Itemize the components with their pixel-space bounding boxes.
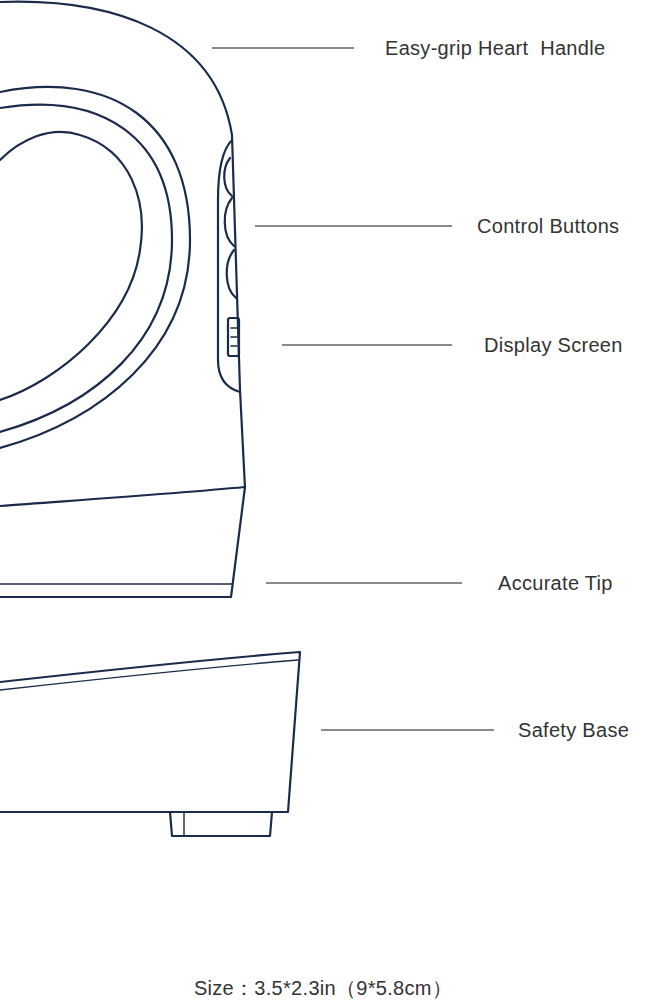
part-label: Control Buttons [477, 214, 619, 238]
part-label: Easy-grip Heart Handle [385, 36, 605, 60]
size-caption: Size：3.5*2.3in（9*5.8cm） [194, 976, 452, 1000]
display-screen [228, 318, 239, 356]
leader-line [266, 582, 462, 584]
safety-base [0, 652, 300, 812]
side-panel [218, 140, 240, 392]
leader-line [321, 729, 494, 731]
base-foot [170, 812, 272, 836]
control-button [227, 250, 236, 298]
leader-line [255, 225, 452, 227]
leader-line [282, 344, 452, 346]
part-label: Accurate Tip [498, 571, 613, 595]
heart-handle [0, 132, 142, 400]
part-label: Display Screen [484, 333, 623, 357]
leader-line [212, 47, 354, 49]
heart-handle [0, 105, 172, 432]
accurate-tip [0, 487, 245, 597]
control-button [224, 158, 232, 196]
device-body [0, 2, 245, 488]
body-shoulder [0, 487, 245, 506]
part-label: Safety Base [518, 718, 629, 742]
heart-handle [0, 87, 190, 448]
control-button [225, 198, 234, 246]
